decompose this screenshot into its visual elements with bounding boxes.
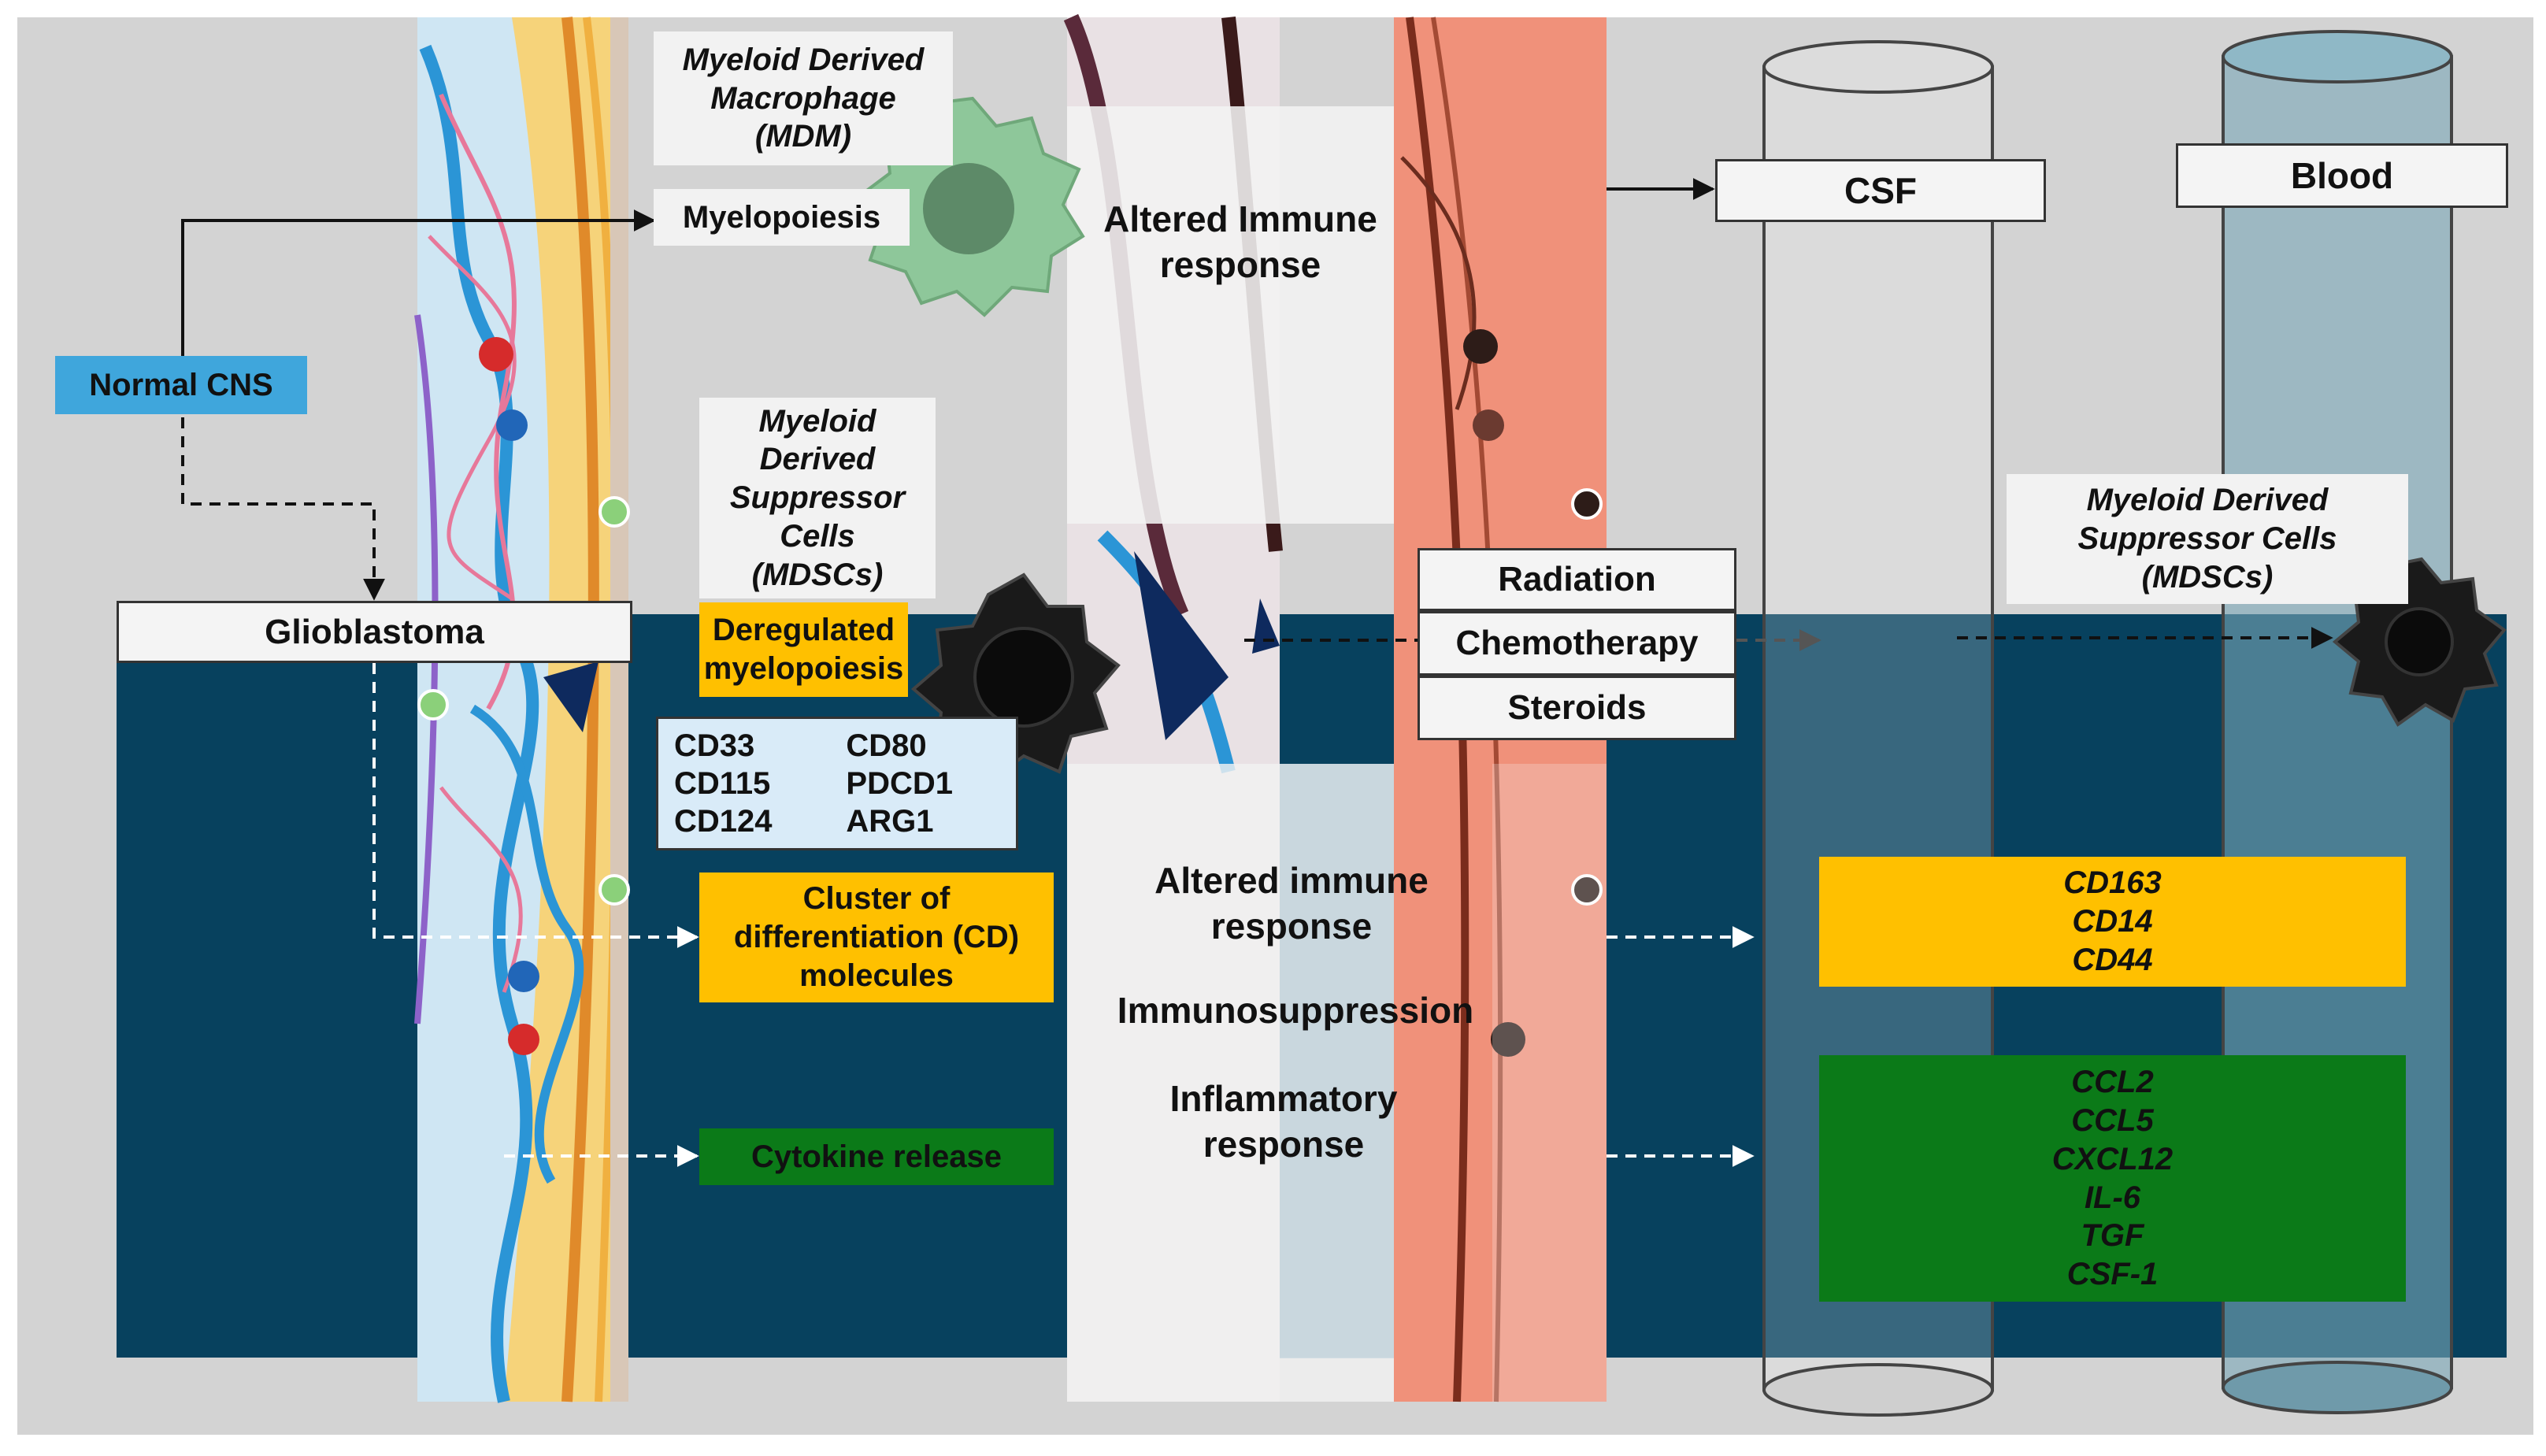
- myelopoiesis-label: Myelopoiesis: [654, 189, 910, 246]
- mdsc-line-3: Suppressor: [729, 480, 906, 516]
- cytokine-item: IL-6: [2084, 1180, 2141, 1215]
- csf-text: CSF: [1844, 169, 1917, 211]
- steroids-label: Steroids: [1418, 676, 1736, 740]
- deregulated-line-2: myelopoiesis: [703, 651, 904, 686]
- cytokine-item: CCL5: [2071, 1102, 2154, 1138]
- mdsc-line-5: (MDSCs): [751, 557, 884, 592]
- mdsc-line-1: Myeloid: [758, 403, 876, 439]
- arrow-glioblastoma-to-cd: [372, 663, 699, 948]
- blood-label: Blood: [2176, 143, 2508, 208]
- deregulated-line-1: Deregulated: [712, 613, 895, 648]
- altered-bottom-line-2: response: [1210, 905, 1373, 947]
- arrow-normal-to-myelopoiesis: [181, 209, 656, 376]
- mdsc-label: Myeloid Derived Suppressor Cells (MDSCs): [699, 398, 936, 598]
- mdsc-blood-line-1: Myeloid Derived: [2086, 483, 2329, 518]
- normal-cns-text: Normal CNS: [89, 367, 273, 402]
- mdm-line-1: Myeloid Derived: [682, 42, 925, 77]
- inflammatory-line-1: Inflammatory: [1169, 1078, 1398, 1119]
- altered-top-line-2: response: [1159, 243, 1321, 285]
- cd-blood-marker: CD163: [2063, 865, 2162, 901]
- mdsc-blood-line-3: (MDSCs): [2141, 559, 2274, 595]
- altered-immune-response-bottom: Altered immune response: [1126, 858, 1457, 949]
- altered-top-line-1: Altered Immune: [1103, 198, 1377, 239]
- cytokine-item: TGF: [2081, 1218, 2144, 1254]
- cd-marker: CD33: [674, 728, 755, 763]
- cd-marker: CD80: [846, 728, 927, 763]
- normal-cns-label: Normal CNS: [55, 356, 307, 414]
- glioblastoma-text: Glioblastoma: [265, 612, 484, 651]
- cytokine-item: CCL2: [2071, 1065, 2154, 1100]
- cytokines-blood-list: CCL2 CCL5 CXCL12 IL-6 TGF CSF-1: [1819, 1055, 2406, 1302]
- csf-label: CSF: [1715, 159, 2046, 222]
- myelopoiesis-text: Myelopoiesis: [682, 199, 881, 235]
- cluster-of-differentiation-label: Cluster of differentiation (CD) molecule…: [699, 872, 1054, 1002]
- cd-blood-markers: CD163 CD14 CD44: [1819, 857, 2406, 987]
- radiation-label: Radiation: [1418, 548, 1736, 611]
- cytokine-item: CXCL12: [2051, 1141, 2174, 1176]
- altered-immune-response-top: Altered Immune response: [1075, 197, 1406, 287]
- cns-tissue-strip-left: [414, 17, 630, 1403]
- cytokine-item: CSF-1: [2066, 1257, 2159, 1292]
- inflammatory-response-label: Inflammatory response: [1126, 1076, 1441, 1167]
- cd-markers-right: CD80 PDCD1 ARG1: [846, 727, 953, 840]
- mdsc-blood-line-2: Suppressor Cells: [2077, 521, 2337, 557]
- mdm-label: Myeloid Derived Macrophage (MDM): [654, 31, 953, 165]
- steroids-text: Steroids: [1507, 688, 1647, 728]
- mdsc-line-4: Cells: [780, 518, 855, 554]
- chemotherapy-text: Chemotherapy: [1455, 624, 1699, 663]
- inflammatory-line-2: response: [1203, 1123, 1365, 1165]
- mdm-line-2: Macrophage: [710, 80, 896, 116]
- glioblastoma-label: Glioblastoma: [117, 601, 632, 663]
- arrow-normal-to-glioblastoma: [181, 417, 385, 601]
- cluster-line-2: differentiation (CD): [733, 920, 1020, 955]
- cd-blood-marker: CD44: [2072, 942, 2153, 977]
- cd-marker: ARG1: [846, 804, 934, 839]
- cd-marker: CD115: [674, 766, 771, 801]
- cd-marker: CD124: [674, 804, 773, 839]
- immunosuppression-text: Immunosuppression: [1117, 990, 1474, 1031]
- mdsc-blood-label: Myeloid Derived Suppressor Cells (MDSCs): [2007, 474, 2408, 604]
- cd-blood-marker: CD14: [2072, 904, 2153, 939]
- tissue-strip-middle: [1063, 13, 1492, 1402]
- mdm-line-3: (MDM): [754, 119, 852, 154]
- mdsc-line-2: Derived: [759, 442, 876, 477]
- cluster-line-1: Cluster of: [802, 881, 951, 917]
- cd-markers-box: CD33 CD115 CD124 CD80 PDCD1 ARG1: [656, 717, 1018, 850]
- immunosuppression-label: Immunosuppression: [1087, 988, 1504, 1034]
- cluster-line-3: molecules: [799, 958, 954, 993]
- cytokine-release-text: Cytokine release: [751, 1139, 1002, 1174]
- altered-bottom-line-1: Altered immune: [1154, 860, 1429, 901]
- chemotherapy-label: Chemotherapy: [1418, 611, 1736, 676]
- blood-text: Blood: [2290, 154, 2394, 196]
- cytokine-release-label: Cytokine release: [699, 1128, 1054, 1185]
- radiation-text: Radiation: [1498, 560, 1656, 599]
- cd-markers-left: CD33 CD115 CD124: [674, 727, 773, 840]
- deregulated-myelopoiesis-label: Deregulated myelopoiesis: [699, 602, 908, 697]
- cd-marker: PDCD1: [846, 766, 953, 801]
